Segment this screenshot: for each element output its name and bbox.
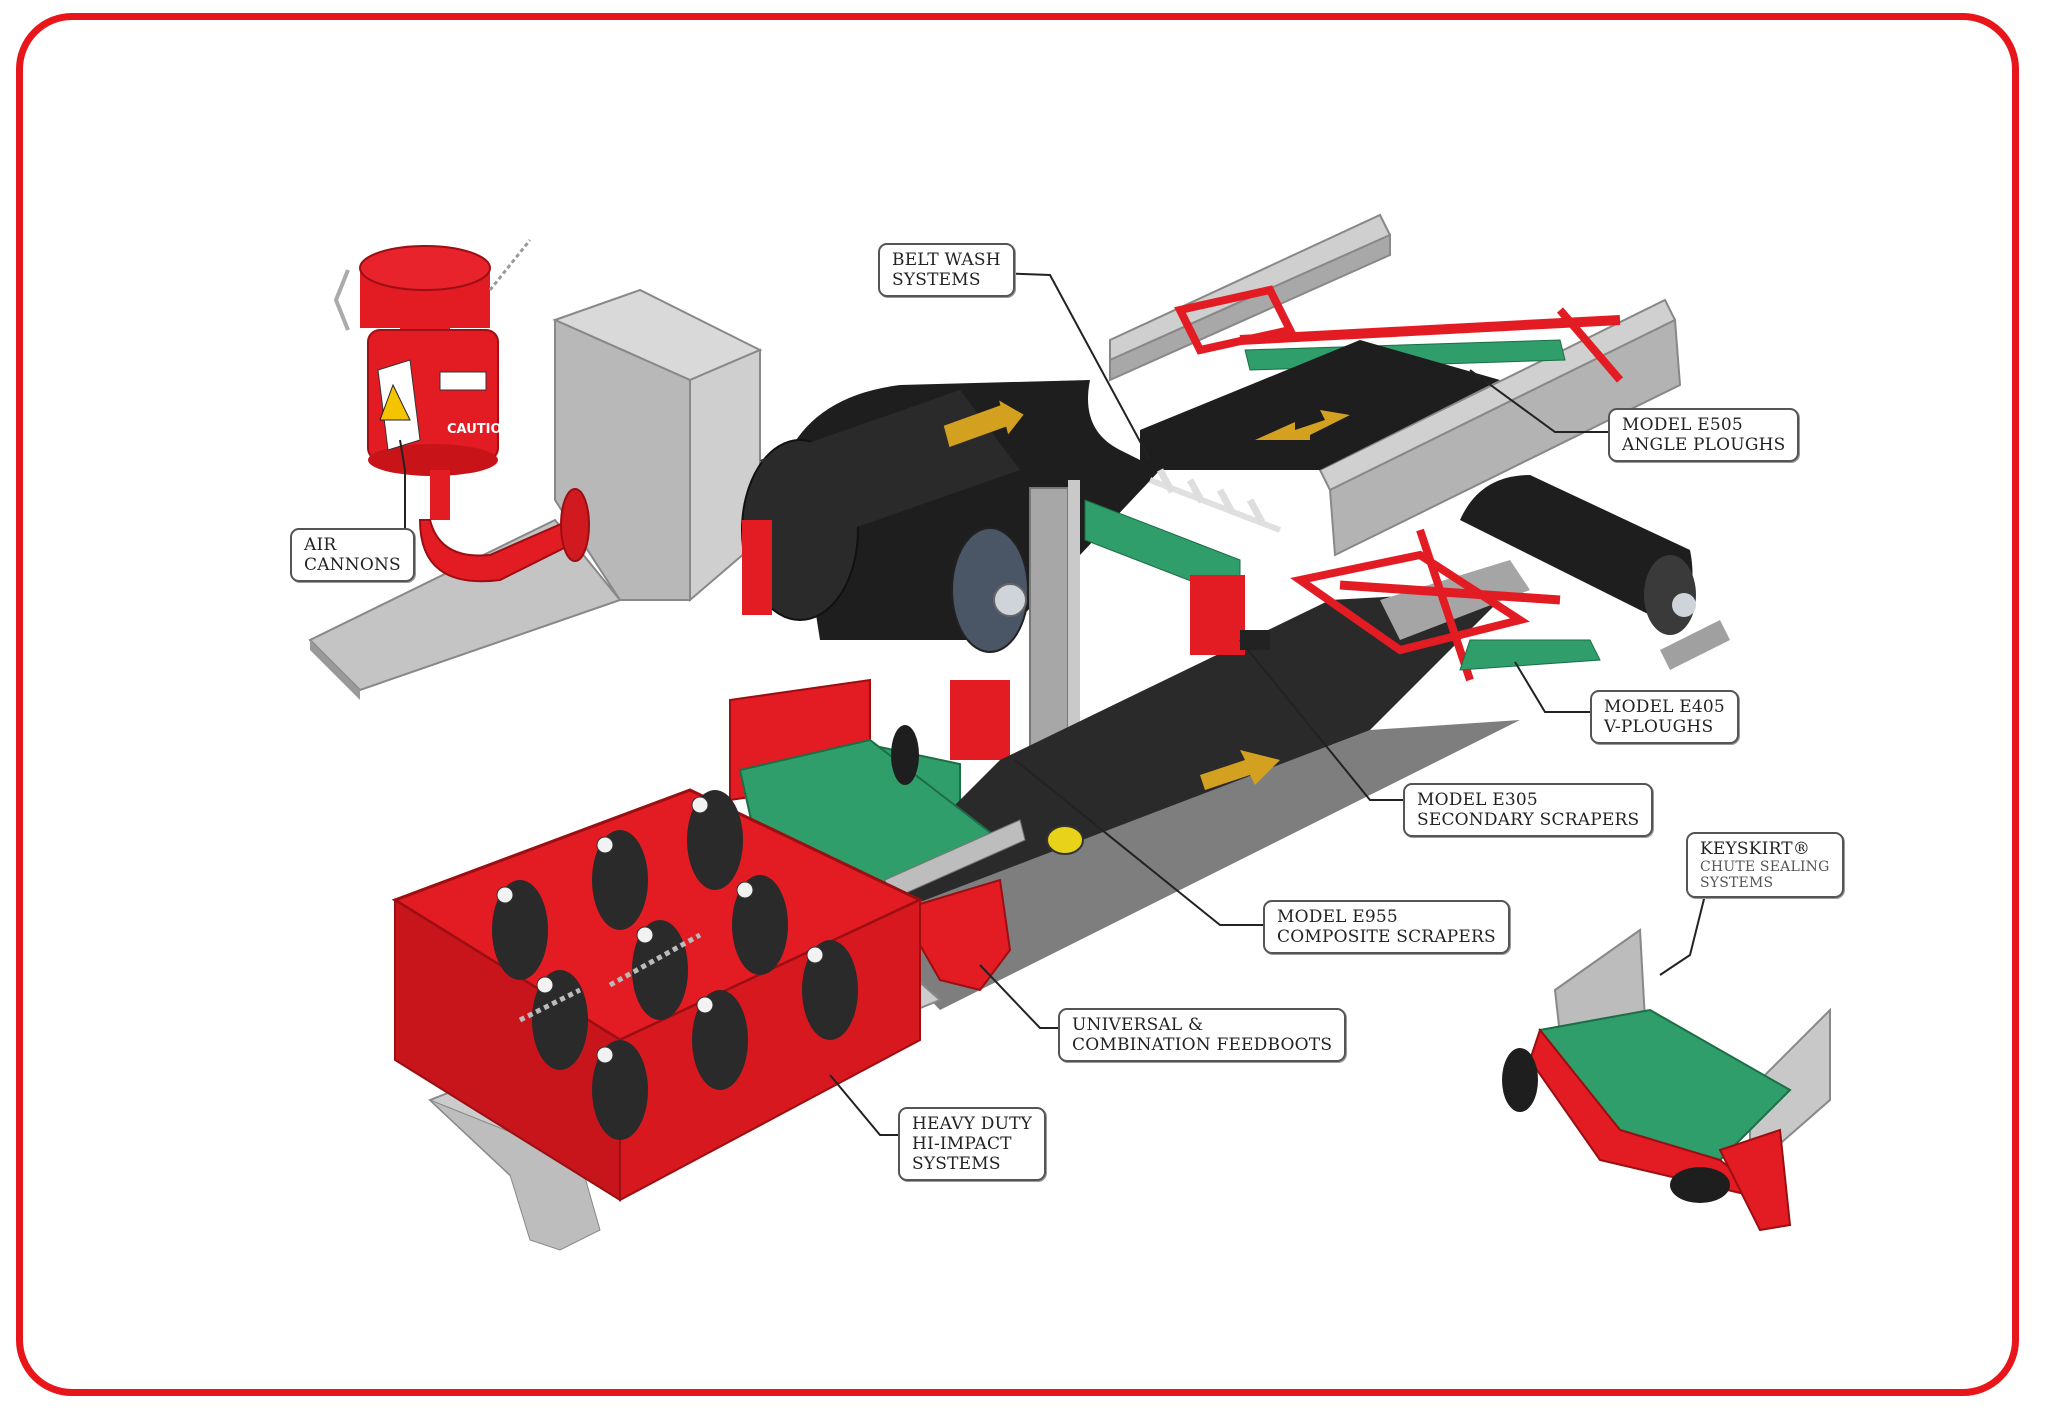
callout-keyskirt-line2: CHUTE SEALING — [1700, 859, 1830, 875]
callout-feedboots-line2: COMBINATION FEEDBOOTS — [1072, 1035, 1333, 1055]
callout-hi-impact-line1: HEAVY DUTY — [912, 1114, 1033, 1134]
callout-e305-line2: SECONDARY SCRAPERS — [1417, 810, 1640, 830]
leader-feedboots — [979, 964, 1060, 1029]
leader-e405 — [1514, 661, 1592, 713]
leader-e505 — [1469, 369, 1610, 433]
callout-hi-impact-line2: HI-IMPACT — [912, 1134, 1012, 1154]
angle-plough-assembly — [1109, 213, 1682, 557]
callout-keyskirt-line1: KEYSKIRT® — [1700, 839, 1811, 859]
callout-air-cannons-line2: CANNONS — [304, 555, 401, 575]
callout-e505-line1: MODEL E505 — [1622, 415, 1743, 435]
callout-keyskirt: KEYSKIRT® CHUTE SEALING SYSTEMS — [1686, 832, 1844, 898]
v-plough-tail-pulley — [1290, 475, 1730, 682]
callout-e305: MODEL E305 SECONDARY SCRAPERS — [1403, 783, 1654, 837]
callout-feedboots-line1: UNIVERSAL & — [1072, 1015, 1204, 1035]
callout-e405-line2: V-PLOUGHS — [1604, 717, 1714, 737]
leader-hi-impact — [829, 1074, 900, 1136]
callout-belt-wash: BELT WASH SYSTEMS — [878, 243, 1015, 297]
keyskirt-chute-sealing — [1502, 928, 1831, 1232]
callout-air-cannons: AIR CANNONS — [290, 528, 415, 582]
cannon-caution-text: CAUTION — [447, 422, 512, 437]
callout-hi-impact: HEAVY DUTY HI-IMPACT SYSTEMS — [898, 1107, 1047, 1181]
callout-keyskirt-line3: SYSTEMS — [1700, 875, 1774, 891]
callout-belt-wash-line1: BELT WASH — [892, 250, 1001, 270]
callout-e405: MODEL E405 V-PLOUGHS — [1590, 690, 1739, 744]
callout-e955-line2: COMPOSITE SCRAPERS — [1277, 927, 1496, 947]
callout-belt-wash-line2: SYSTEMS — [892, 270, 981, 290]
callout-hi-impact-line3: SYSTEMS — [912, 1154, 1001, 1174]
callout-feedboots: UNIVERSAL & COMBINATION FEEDBOOTS — [1058, 1008, 1347, 1062]
feedboot — [729, 678, 1084, 992]
callout-e405-line1: MODEL E405 — [1604, 697, 1725, 717]
leader-e955 — [1014, 759, 1265, 926]
callout-e955-line1: MODEL E955 — [1277, 907, 1398, 927]
leader-keyskirt — [1659, 874, 1711, 976]
impact-rollers — [492, 790, 858, 1140]
hi-impact-system — [391, 788, 942, 1251]
callout-e505: MODEL E505 ANGLE PLOUGHS — [1608, 408, 1800, 462]
callout-air-cannons-line1: AIR — [304, 535, 337, 555]
air-cannon: CAUTION — [333, 239, 590, 583]
callout-e505-line2: ANGLE PLOUGHS — [1622, 435, 1786, 455]
leader-air-cannons — [399, 439, 406, 535]
callout-e955: MODEL E955 COMPOSITE SCRAPERS — [1263, 900, 1510, 954]
callout-e305-line1: MODEL E305 — [1417, 790, 1538, 810]
leader-e305 — [1239, 639, 1405, 801]
